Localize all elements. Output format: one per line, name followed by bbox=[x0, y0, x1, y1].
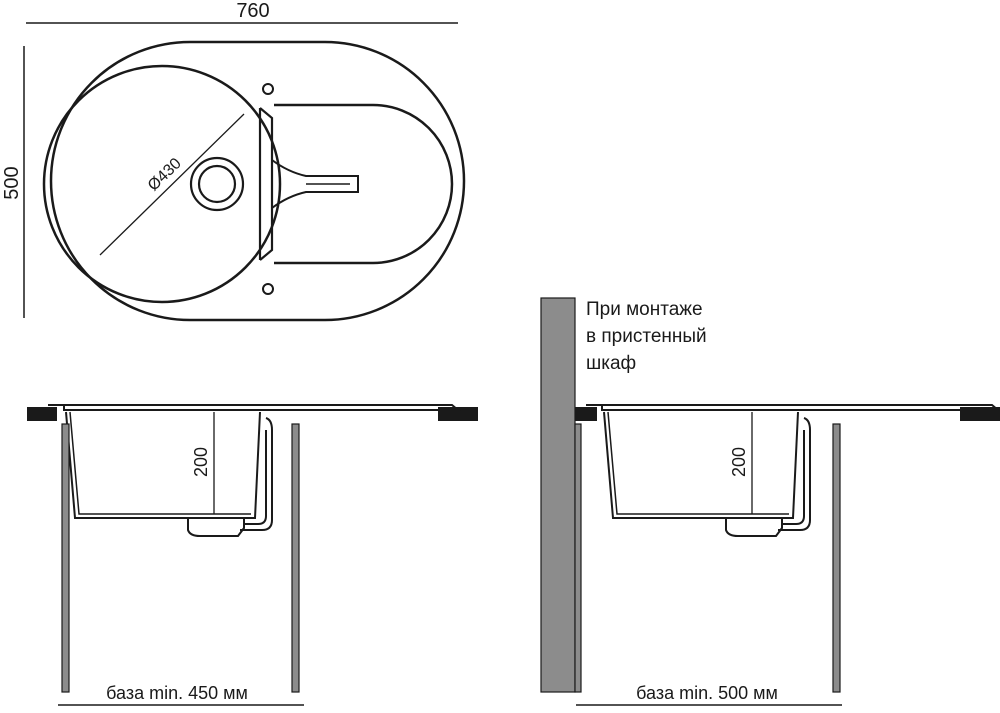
sink-outline bbox=[49, 40, 466, 322]
wall-mount-note-line3: шкаф bbox=[586, 353, 637, 374]
overflow-pipe bbox=[778, 417, 811, 531]
base-label-left: база min. 450 мм bbox=[106, 683, 248, 703]
cabinet-side-left bbox=[574, 423, 582, 693]
side-view-base-500: 200 база min. 500 мм bbox=[540, 297, 1000, 706]
cabinet-side-right bbox=[832, 423, 841, 693]
top-view: 760 500 Ø430 bbox=[1, 0, 466, 322]
drain-outer bbox=[189, 156, 245, 212]
bowl-profile-inner bbox=[69, 411, 251, 515]
overflow-channel bbox=[271, 159, 359, 209]
bowl-separator bbox=[259, 107, 274, 261]
sink-rim bbox=[586, 404, 1000, 411]
drainboard-outline bbox=[274, 103, 454, 265]
faucet-hole-bottom bbox=[262, 283, 274, 295]
countertop-left bbox=[575, 407, 597, 421]
height-dimension-label: 500 bbox=[1, 166, 23, 199]
wall bbox=[540, 297, 576, 693]
cabinet-side-left bbox=[61, 423, 70, 693]
base-label-right: база min. 500 мм bbox=[636, 683, 778, 703]
bowl-profile-outer bbox=[603, 411, 799, 519]
bowl-diameter-label: Ø430 bbox=[145, 155, 185, 194]
depth-dimension-label-left: 200 bbox=[191, 447, 211, 477]
overflow-pipe bbox=[240, 417, 273, 531]
drain-inner bbox=[197, 164, 237, 204]
wall-mount-note: При монтаже в пристенный шкаф bbox=[586, 296, 707, 377]
diameter-line bbox=[99, 113, 245, 256]
countertop-left bbox=[27, 407, 57, 421]
depth-dimension-label-right: 200 bbox=[729, 447, 749, 477]
side-view-base-450: 200 база min. 450 мм bbox=[27, 404, 478, 706]
wall-mount-note-line2: в пристенный bbox=[586, 326, 707, 347]
overflow-pipe-inner bbox=[244, 430, 267, 525]
sink-rim bbox=[48, 404, 461, 411]
faucet-hole-top bbox=[262, 83, 274, 95]
drain-fitting bbox=[187, 518, 245, 537]
bowl-profile-outer bbox=[65, 411, 261, 519]
bowl-profile-inner bbox=[607, 411, 789, 515]
overflow-pipe-inner bbox=[782, 430, 805, 525]
cabinet-side-right bbox=[291, 423, 300, 693]
wall-mount-note-line1: При монтаже bbox=[586, 299, 703, 320]
drain-fitting bbox=[725, 518, 783, 537]
bowl-outline bbox=[42, 64, 282, 304]
width-dimension-label: 760 bbox=[236, 0, 269, 22]
